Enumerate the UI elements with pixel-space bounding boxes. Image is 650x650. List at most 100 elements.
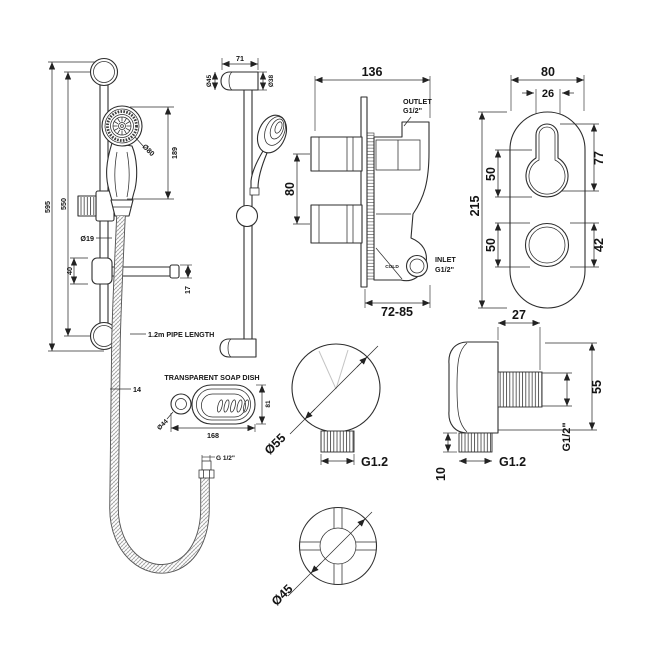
- pipe-length-label: 1.2m PIPE LENGTH: [148, 330, 214, 339]
- soap-dish-view: TRANSPARENT SOAP DISH Ø44 81 168: [156, 373, 272, 440]
- dim-label-215: 215: [468, 196, 482, 217]
- outlet-elbow-side-view: 27 55 G1/2" 10 G1.2: [434, 308, 604, 481]
- wall-thread: [497, 371, 543, 408]
- side-bracket-bottom: [219, 338, 257, 358]
- inlet-label: INLET: [435, 255, 456, 264]
- dim-label-g12-front: G1.2: [361, 455, 388, 469]
- outlet-label: OUTLET: [403, 97, 432, 106]
- dim-rail-length: 550: [59, 71, 92, 337]
- outlet-thread-label: G1/2": [403, 106, 422, 115]
- dim-rail-offset: Ø38: [258, 71, 275, 91]
- dim-rail-diameter: Ø19: [80, 234, 112, 243]
- dim-label-10: 10: [434, 467, 448, 481]
- dim-label-81: 81: [265, 400, 272, 408]
- dim-bracket-width: 71: [221, 54, 259, 70]
- inlet-thread-label: G1/2": [435, 265, 454, 274]
- hose-connector: [198, 460, 215, 479]
- soap-dish-title: TRANSPARENT SOAP DISH: [164, 373, 259, 382]
- dim-label-d38: Ø38: [268, 74, 275, 87]
- dim-55: 55: [498, 342, 604, 431]
- dim-lower-50: 50: [484, 222, 530, 268]
- dim-overall-length: 595: [43, 61, 104, 352]
- side-handset: [249, 114, 288, 196]
- inlet-annotation: INLET G1/2": [435, 255, 456, 274]
- knurled-knob: [79, 197, 95, 215]
- valve-front-view: 80 26 215 50: [468, 65, 606, 309]
- elbow-body: [448, 341, 499, 434]
- slide-rail-front-view: 595 550: [43, 57, 235, 574]
- soap-dish-slots: [217, 399, 249, 413]
- cold-label: COLD: [385, 264, 399, 270]
- dim-label-136: 136: [362, 65, 383, 79]
- dim-label-d19: Ø19: [80, 234, 94, 243]
- dim-label-g12-side: G1.2: [499, 455, 526, 469]
- handset-head: [101, 105, 143, 147]
- valve-wall-plate: [360, 96, 368, 288]
- handset-clamp: [77, 190, 115, 222]
- dim-thread-front: G1.2: [320, 454, 388, 469]
- flange-spokes: [300, 508, 376, 584]
- wall-flange-view: Ø45: [269, 506, 378, 609]
- dim-label-80-valve: 80: [283, 182, 297, 196]
- supply-pipe-bottom: [310, 204, 363, 244]
- shower-hose: [109, 215, 210, 574]
- note-pipe-length: 1.2m PIPE LENGTH: [130, 330, 214, 339]
- dim-plate-width: 80: [510, 65, 585, 111]
- dim-label-d45-side: Ø45: [206, 74, 213, 87]
- outlet-thread: [458, 432, 493, 453]
- dim-label-80-plate: 80: [541, 65, 555, 79]
- dim-label-hose-thread: G 1/2": [216, 455, 235, 462]
- outlet-annotation: OUTLET G1/2": [403, 97, 432, 127]
- dim-plate-height: 215: [468, 111, 507, 309]
- dim-label-595: 595: [43, 201, 52, 213]
- keyhole-cutout: [525, 123, 569, 198]
- slider-and-arm: [91, 257, 180, 285]
- side-holder-ball: [235, 204, 259, 228]
- dim-label-d80: Ø80: [141, 142, 157, 158]
- lower-control-cutout: [524, 222, 570, 268]
- outlet-elbow-front-view: Ø55 G1.2: [262, 343, 388, 469]
- dim-bracket-diameter: Ø45: [206, 71, 219, 91]
- dim-label-72-85: 72-85: [381, 305, 413, 319]
- dim-soap-height: 81: [256, 384, 272, 425]
- dim-label-d44: Ø44: [156, 418, 170, 432]
- dim-77: 77: [560, 123, 606, 192]
- dim-ring-diameter: Ø44: [156, 411, 174, 432]
- wall-bracket-top: [89, 57, 119, 87]
- thread-stub: [320, 430, 355, 453]
- dim-hose-diameter: 14: [110, 385, 141, 394]
- dim-label-189: 189: [170, 147, 179, 159]
- dim-arm-thickness: 17: [180, 264, 192, 294]
- dim-label-42: 42: [592, 238, 606, 252]
- dim-thread-size: G1/2": [542, 372, 573, 452]
- dim-10: 10: [434, 432, 457, 481]
- soap-dish-ring: [170, 393, 192, 415]
- dim-port-spacing: 80: [283, 153, 310, 225]
- spray-face-spokes: [113, 117, 131, 135]
- dim-valve-width: 136: [314, 65, 431, 131]
- slide-rail-side-view: 71 Ø45 Ø38: [206, 54, 288, 358]
- dim-hose-thread: G 1/2": [201, 455, 235, 462]
- dim-label-50b: 50: [484, 238, 498, 252]
- knurled-ring: [106, 110, 138, 142]
- dim-label-550: 550: [59, 198, 68, 210]
- dim-slider-height: 40: [65, 257, 88, 285]
- dim-label-40: 40: [65, 267, 74, 275]
- inlet-port: [405, 254, 429, 278]
- valve-side-view: 136 COLD: [283, 65, 456, 319]
- side-bracket-top: [220, 71, 259, 91]
- dim-27: 27: [497, 308, 541, 370]
- dim-head-diameter: Ø80: [134, 136, 157, 158]
- dim-label-g12in: G1/2": [561, 422, 573, 451]
- dim-label-71: 71: [236, 54, 244, 63]
- dim-label-77: 77: [592, 151, 606, 165]
- valve-flange: [366, 132, 375, 280]
- dim-label-d45: Ø45: [269, 582, 296, 609]
- dim-soap-length: 168: [170, 413, 256, 440]
- dim-label-17: 17: [183, 286, 192, 294]
- dim-label-50a: 50: [484, 167, 498, 181]
- supply-pipe-top: [310, 136, 363, 172]
- dim-42: 42: [570, 222, 606, 268]
